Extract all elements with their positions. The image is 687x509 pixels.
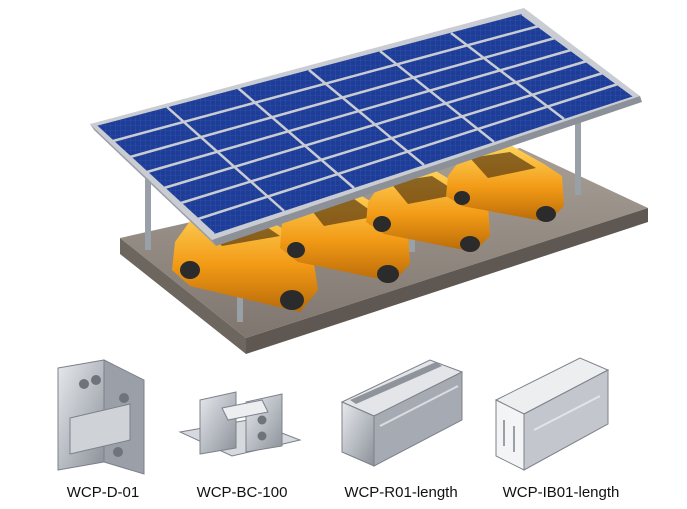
- double-bracket-icon: [57, 359, 145, 475]
- base-connector-icon: [178, 391, 302, 457]
- car-4: [446, 146, 564, 222]
- part-label-wcp-r01-length: WCP-R01-length: [344, 484, 458, 501]
- rail-profile-icon: [340, 359, 464, 467]
- part-label-wcp-bc-100: WCP-BC-100: [196, 484, 288, 501]
- solar-panel-canopy: [90, 8, 642, 246]
- beam-profile-icon: [494, 357, 610, 471]
- part-label-wcp-ib01-length: WCP-IB01-length: [502, 484, 620, 501]
- part-label-wcp-d-01: WCP-D-01: [66, 484, 140, 501]
